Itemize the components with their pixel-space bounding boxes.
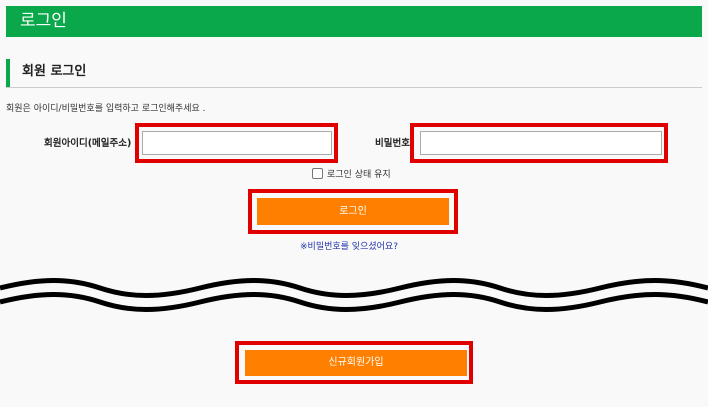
page-title: 로그인 (20, 11, 67, 31)
keep-login-option[interactable]: 로그인 상태 유지 (312, 167, 391, 180)
section-divider (6, 87, 702, 88)
page-header: 로그인 (6, 6, 702, 37)
password-label: 비밀번호 (375, 138, 410, 149)
section-title: 회원 로그인 (6, 59, 702, 87)
password-field-highlight (410, 123, 668, 163)
forgot-password-link[interactable]: ※비밀번호를 잊으셨어요? (300, 242, 398, 252)
wavy-divider (0, 278, 708, 312)
keep-login-checkbox[interactable] (312, 168, 323, 179)
password-input[interactable] (420, 131, 662, 155)
signup-button-highlight: 신규회원가입 (235, 341, 473, 384)
login-instructions: 회원은 아이디/비밀번호를 입력하고 로그인해주세요 . (6, 104, 206, 114)
login-button-highlight: 로그인 (248, 189, 458, 234)
id-label: 회원아이디(메일주소) (44, 138, 132, 149)
id-input[interactable] (142, 131, 332, 155)
keep-login-label: 로그인 상태 유지 (327, 170, 391, 180)
signup-button[interactable]: 신규회원가입 (245, 350, 467, 376)
id-field-highlight (135, 123, 338, 163)
login-button[interactable]: 로그인 (257, 198, 449, 225)
